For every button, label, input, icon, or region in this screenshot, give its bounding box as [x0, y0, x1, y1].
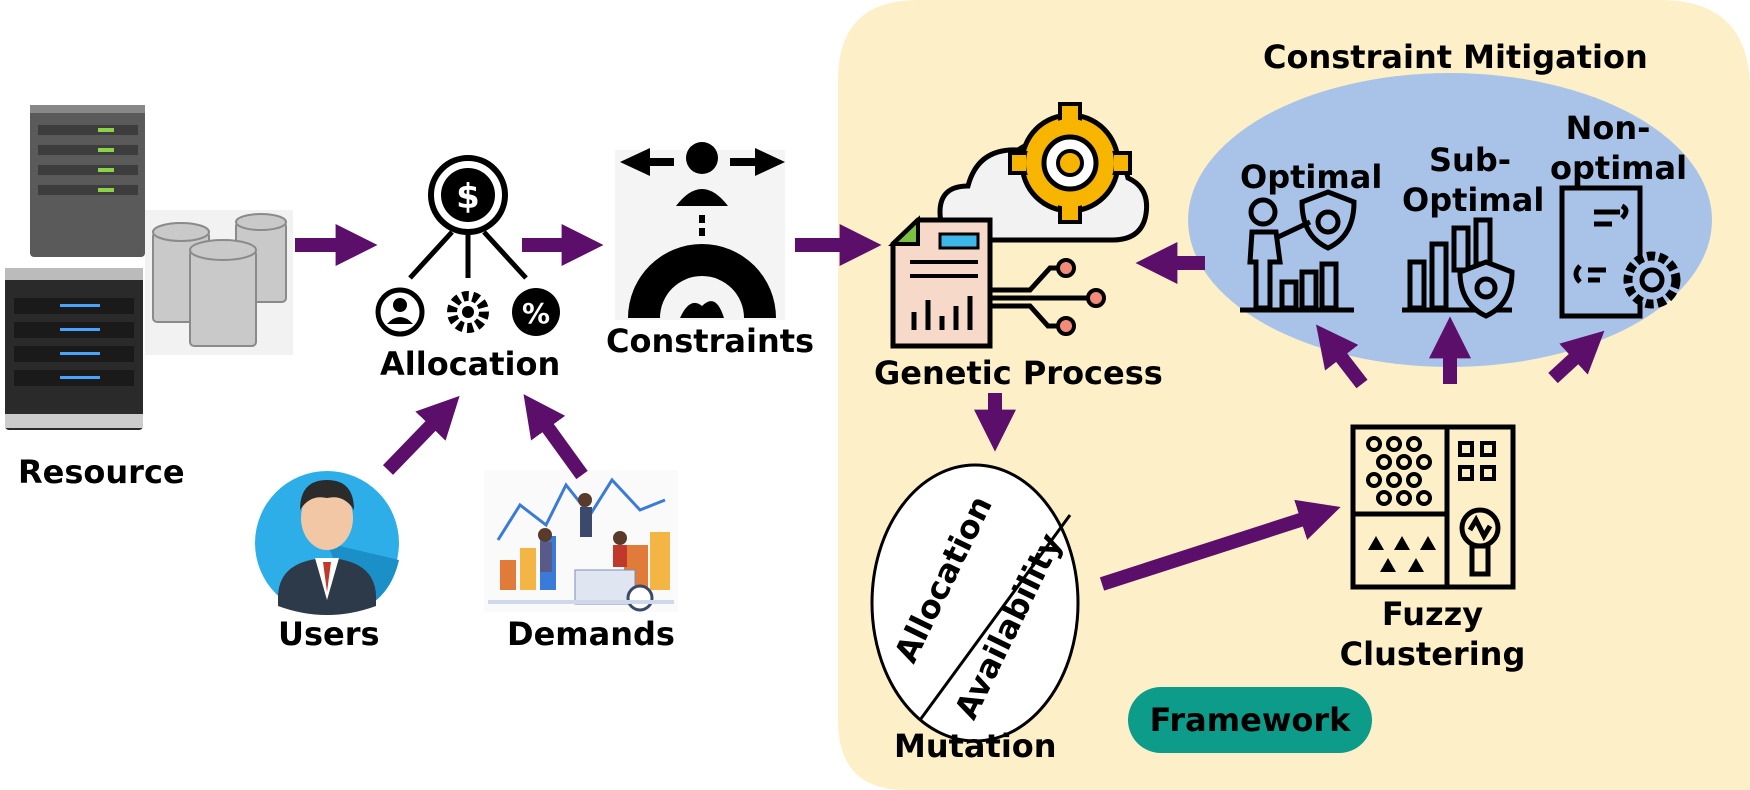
server-icon	[5, 105, 145, 430]
allocation-icon: $ %	[375, 155, 560, 337]
arrow-demands-to-allocation	[523, 394, 588, 480]
genetic-process-icon	[888, 102, 1150, 349]
fuzzy-line2: Clustering	[1339, 635, 1526, 673]
framework-label: Framework	[1149, 701, 1351, 739]
fuzzy-clustering-icon	[1350, 424, 1516, 590]
optimal-icon	[1240, 189, 1357, 313]
allocation-label: Allocation	[380, 345, 561, 383]
non-optimal-line2: optimal	[1550, 149, 1688, 187]
mutation-label: Mutation	[894, 727, 1057, 765]
arrow-fuzzy-to-non-optimal	[1548, 330, 1605, 384]
framework-badge	[1128, 687, 1372, 753]
users-label: Users	[278, 615, 380, 653]
fuzzy-line1: Fuzzy	[1381, 595, 1484, 633]
sub-optimal-line1: Sub-	[1428, 141, 1511, 179]
non-optimal-line1: Non-	[1565, 109, 1651, 147]
arrow-mutation-to-fuzzy	[1099, 499, 1341, 591]
arrow-fuzzy-to-optimal	[1316, 324, 1368, 389]
sub-optimal-line2: Optimal	[1402, 181, 1545, 219]
constraints-label: Constraints	[606, 322, 815, 360]
demands-label: Demands	[507, 615, 675, 653]
constraint-mitigation-ellipse	[1188, 73, 1712, 367]
resource-label: Resource	[18, 453, 185, 491]
optimal-label: Optimal	[1240, 158, 1383, 196]
svg-text:$: $	[456, 177, 480, 217]
mutation-divider	[918, 514, 1072, 721]
constraints-icon	[615, 142, 785, 320]
sub-optimal-icon	[1402, 217, 1515, 319]
fuzzy-clustering-label: Fuzzy Clustering	[1335, 594, 1530, 674]
non-optimal-label: Non- optimal	[1550, 108, 1688, 188]
sub-optimal-label: Sub- Optimal	[1402, 140, 1545, 220]
arrow-users-to-allocation	[382, 395, 460, 475]
non-optimal-icon	[1559, 185, 1681, 319]
constraint-mitigation-title: Constraint Mitigation	[1263, 38, 1648, 76]
demands-illustration	[484, 470, 678, 612]
database-icon	[145, 210, 293, 355]
svg-text:%: %	[522, 297, 550, 330]
mutation-ellipse	[870, 463, 1080, 743]
genetic-process-label: Genetic Process	[874, 354, 1163, 392]
user-avatar-icon	[255, 471, 399, 615]
